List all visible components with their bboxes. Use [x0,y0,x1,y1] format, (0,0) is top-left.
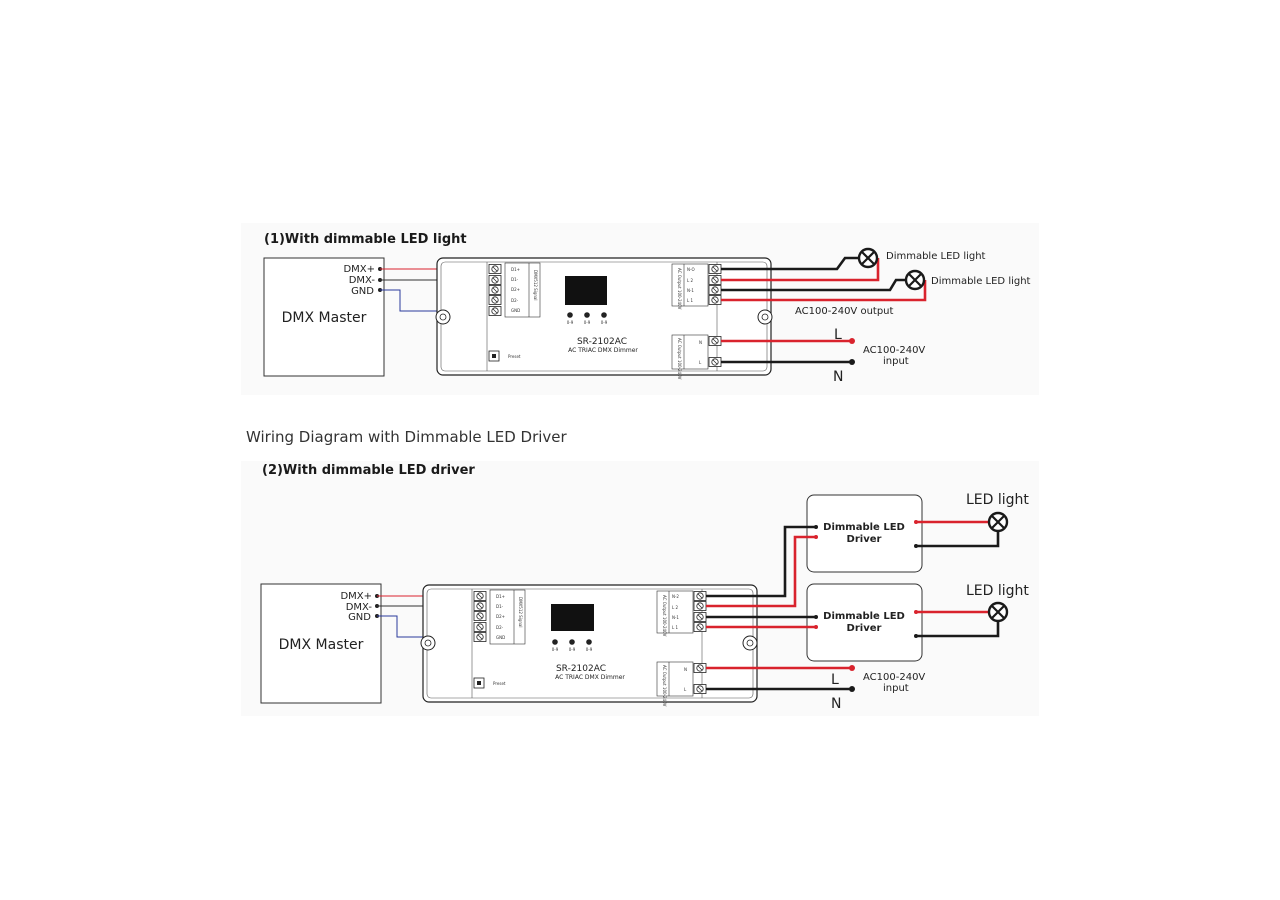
button-1-c[interactable] [601,312,607,318]
in-pin-2-l: L [684,687,687,692]
preset-label-2: Preset [493,681,506,686]
lamp-2b-label: LED light [966,583,1029,599]
dimmer-device-1: D1+ D1- D2+ D2- GND DMX512 Signal 0-9 0-… [435,257,773,380]
signal-block-label-2: DMX512 Signal [518,597,523,627]
lamp-wires-2: LED light LED light [914,492,1029,638]
out-pin-2-a: N-2 [672,594,679,599]
device-subtitle-2: AC TRIAC DMX Dimmer [555,674,625,681]
signal-pin-d2-minus-2: D2- [496,625,504,630]
input-voltage-1: AC100-240V [863,345,925,356]
input-word-2: input [883,683,909,694]
dmx-master-1: DMX Master DMX+ DMX- GND [263,257,385,377]
led-driver-2-line2: Driver [847,623,882,634]
lamp-1a-label: Dimmable LED light [886,251,986,262]
lamp-2a-label: LED light [966,492,1029,508]
button-2-c[interactable] [586,639,592,645]
led-driver-2: Dimmable LED Driver [806,583,923,662]
in-block-label-1: AC Output 100-240V [677,338,682,380]
button-2-b-label: 0-9 [569,647,576,652]
display-screen-1 [565,276,607,305]
dmx-master-1-pin-plus: DMX+ [343,264,375,275]
lamp-icon-1a [857,247,879,269]
input-voltage-2: AC100-240V [863,672,925,683]
line-l-2: L [831,672,839,688]
device-subtitle-1: AC TRIAC DMX Dimmer [568,347,638,354]
dmx-master-2-pin-gnd: GND [348,612,371,623]
lamp-icon-2b [987,601,1009,623]
signal-pin-d1-minus-1: D1- [511,277,519,282]
button-1-b-label: 0-9 [584,320,591,325]
dmx-master-1-pin-gnd: GND [351,286,374,297]
output-label-1: AC100-240V output [795,306,894,317]
line-l-1: L [834,327,842,343]
dmx-master-1-pin-minus: DMX- [349,275,376,286]
signal-block-label-1: DMX512 Signal [533,270,538,300]
lamp-1b-label: Dimmable LED light [931,276,1031,287]
out-pin-1-b: L 2 [687,278,694,283]
section-1: (1)With dimmable LED light DMX Master DM… [263,232,1031,385]
led-driver-1-line2: Driver [847,534,882,545]
dmx-master-1-label: DMX Master [282,310,367,326]
signal-pin-gnd-1: GND [511,308,520,313]
section-2-title: (2)With dimmable LED driver [262,463,475,478]
led-driver-2-line1: Dimmable LED [823,611,905,622]
button-2-b[interactable] [569,639,575,645]
out-pin-1-a: N-O [687,267,695,272]
signal-pin-d2-minus-1: D2- [511,298,519,303]
preset-label-1: Preset [508,354,521,359]
in-pin-1-l: L [699,360,702,365]
section-1-title: (1)With dimmable LED light [264,232,467,247]
out-pin-2-b: L 2 [672,605,679,610]
input-wires-1: L N AC100-240V input [721,327,925,385]
dmx-master-2-label: DMX Master [279,637,364,653]
signal-pin-d2-plus-2: D2+ [496,614,505,619]
led-driver-1: Dimmable LED Driver [806,494,923,573]
button-2-c-label: 0-9 [586,647,593,652]
signal-pin-d2-plus-1: D2+ [511,287,520,292]
out-block-label-2: AC Output 100-240V [662,595,667,637]
button-1-a-label: 0-9 [567,320,574,325]
signal-pin-gnd-2: GND [496,635,505,640]
lamp-icon-1b [904,269,926,291]
input-wires-2: L N AC100-240V input [706,665,925,712]
out-block-label-1: AC Output 100-240V [677,268,682,310]
button-1-a[interactable] [567,312,573,318]
dmx-master-2-pin-minus: DMX- [346,602,373,613]
button-2-a-label: 0-9 [552,647,559,652]
device-model-2: SR-2102AC [556,664,606,674]
signal-pin-d1-plus-1: D1+ [511,267,520,272]
signal-pin-d1-plus-2: D1+ [496,594,505,599]
out-pin-1-c: N-1 [687,288,694,293]
output-wires-1: Dimmable LED light Dimmable LED light AC… [721,247,1031,317]
line-n-2: N [831,696,841,712]
input-word-1: input [883,356,909,367]
dimmer-device-2: D1+ D1- D2+ D2- GND DMX512 Signal 0-9 0-… [420,584,758,707]
button-1-c-label: 0-9 [601,320,608,325]
display-screen-2 [551,604,594,631]
in-pin-1-n: N [699,340,702,345]
section-2: (2)With dimmable LED driver DMX Master D… [260,463,1029,712]
section-heading: Wiring Diagram with Dimmable LED Driver [246,428,567,446]
in-pin-2-n: N [684,667,687,672]
button-1-b[interactable] [584,312,590,318]
line-n-1: N [833,369,843,385]
in-block-label-2: AC Output 100-240V [662,665,667,707]
dmx-master-2-pin-plus: DMX+ [340,591,372,602]
lamp-icon-2a [987,511,1009,533]
signal-pin-d1-minus-2: D1- [496,604,504,609]
button-2-a[interactable] [552,639,558,645]
out-pin-1-d: L 1 [687,298,694,303]
out-pin-2-c: N-1 [672,615,679,620]
out-pin-2-d: L 1 [672,625,679,630]
led-driver-1-line1: Dimmable LED [823,522,905,533]
device-model-1: SR-2102AC [577,337,627,347]
dmx-master-2: DMX Master DMX+ DMX- GND [260,583,382,704]
output-wires-2 [706,525,818,629]
